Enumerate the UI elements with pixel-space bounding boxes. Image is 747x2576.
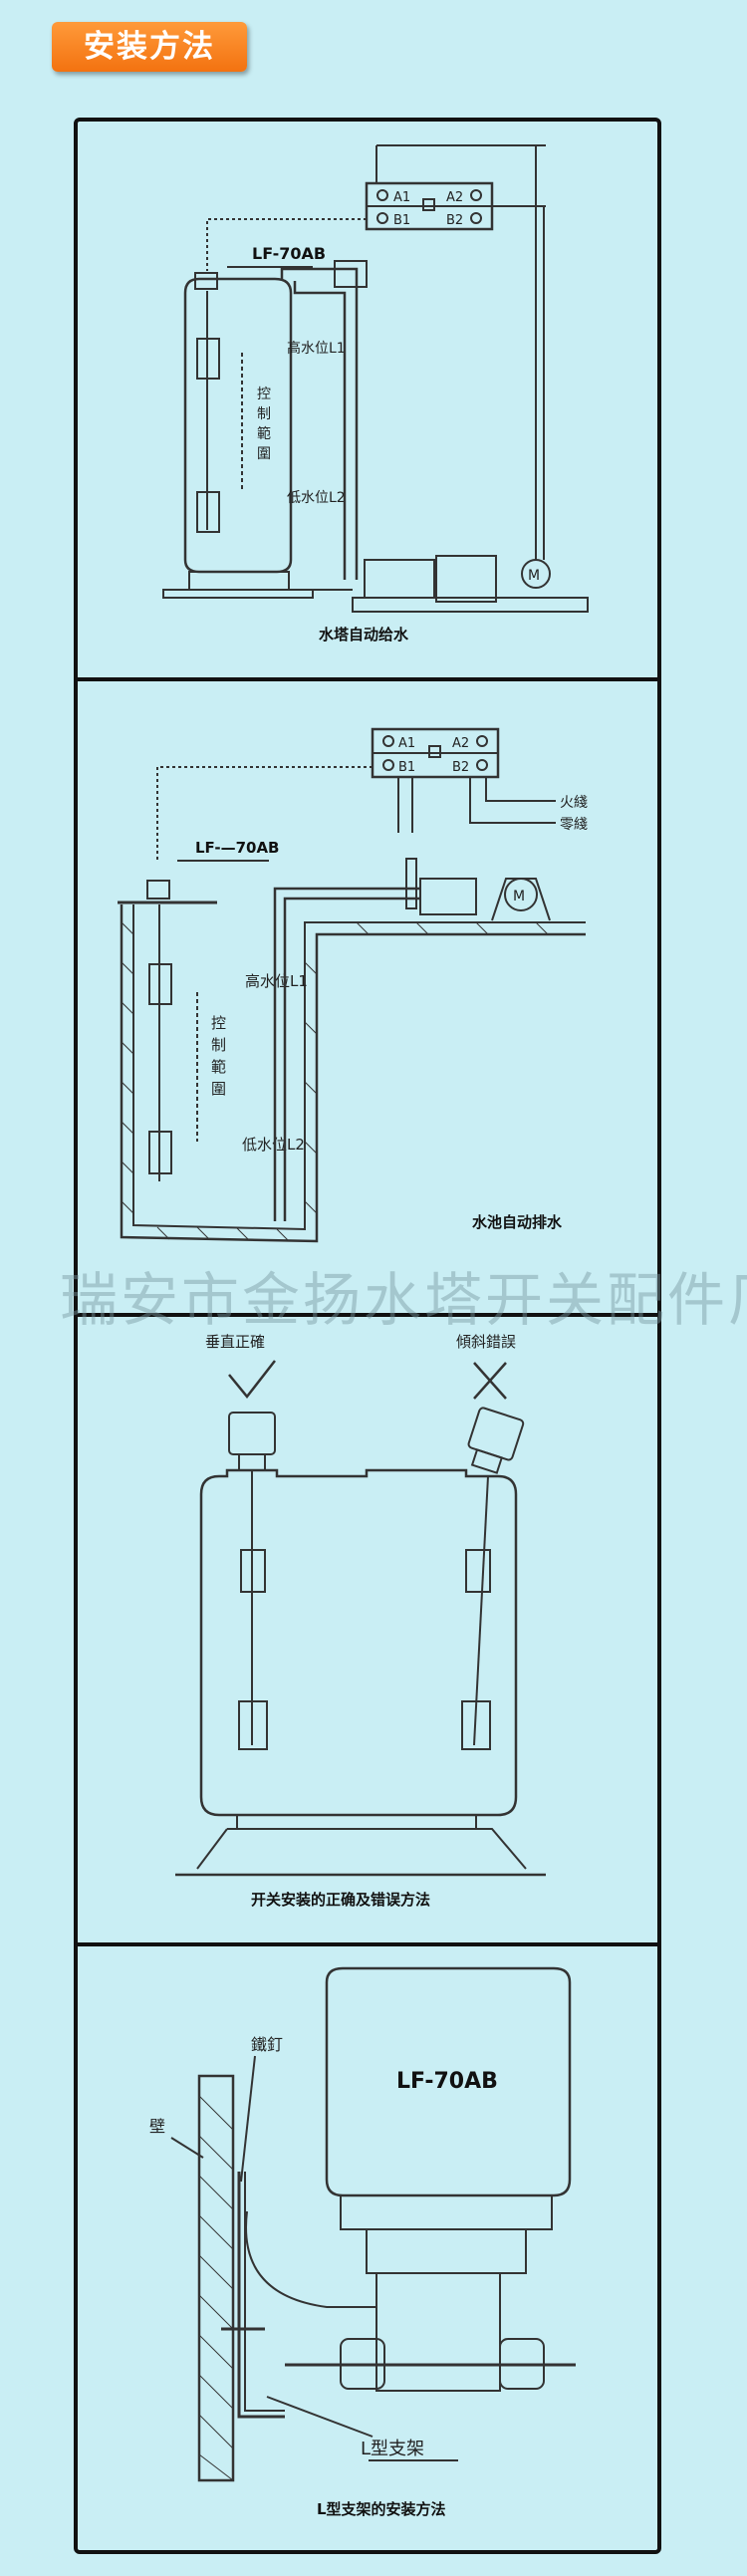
model-label: LF-—70AB [195, 839, 280, 857]
control-range-char: 圍 [211, 1080, 226, 1098]
terminal-b1: B1 [398, 760, 415, 775]
wall-label: 壁 [149, 2117, 165, 2136]
live-wire-label: 火綫 [560, 795, 588, 811]
control-range-char: 控 [211, 1014, 226, 1032]
model-label: LF-70AB [396, 2069, 498, 2094]
instruction-frame [74, 118, 661, 2554]
neutral-wire-label: 零綫 [560, 817, 588, 833]
panel-2-caption: 水池自动排水 [472, 1213, 563, 1231]
correct-label: 垂直正確 [205, 1333, 265, 1351]
panel-1-caption: 水塔自动给水 [319, 626, 409, 644]
motor-label: M [528, 568, 540, 584]
terminal-a1: A1 [393, 190, 410, 205]
install-orientation-diagram: 垂直正確 傾斜錯誤 [175, 1333, 546, 1877]
terminal-b2: B2 [446, 213, 463, 228]
control-range-char: 圍 [257, 446, 271, 462]
low-level-label: 低水位L2 [242, 1136, 305, 1154]
panel-divider-3 [74, 1942, 661, 1946]
water-tower-diagram: A1 A2 B1 B2 LF-70AB 高水位L1 低水位L2 控 制 範 圍 … [162, 144, 589, 613]
wrong-label: 傾斜錯誤 [456, 1333, 516, 1351]
control-range-char: 控 [257, 386, 271, 402]
water-pool-diagram: A1 A2 B1 B2 火綫 零綫 LF-—70AB 高水位L1 低水位L2 控… [118, 727, 588, 1243]
control-range-char: 範 [211, 1058, 226, 1076]
panel-3-caption: 开关安装的正确及错误方法 [251, 1891, 431, 1909]
watermark-text: 瑞安市金扬水塔开关配件厂 [60, 1266, 747, 1334]
low-level-label: 低水位L2 [287, 490, 346, 506]
high-level-label: 高水位L1 [287, 340, 346, 357]
motor-label: M [513, 889, 525, 904]
bracket-install-diagram: LF-70AB 壁 鐵釘 L型支架 [149, 1966, 576, 2482]
terminal-b2: B2 [452, 760, 469, 775]
panel-divider-2 [74, 1313, 661, 1317]
panel-4-caption: L型支架的安装方法 [317, 2500, 446, 2518]
terminal-a2: A2 [446, 190, 463, 205]
control-range-char: 範 [257, 425, 271, 442]
control-range-char: 制 [257, 406, 271, 422]
control-range-char: 制 [211, 1036, 226, 1054]
bracket-label: L型支架 [361, 2439, 424, 2459]
terminal-a1: A1 [398, 736, 415, 751]
terminal-a2: A2 [452, 736, 469, 751]
nail-label: 鐵釘 [251, 2035, 283, 2054]
panel-divider-1 [74, 677, 661, 681]
high-level-label: 高水位L1 [245, 972, 308, 990]
section-title: 安装方法 [52, 22, 247, 72]
model-label: LF-70AB [252, 244, 326, 263]
check-icon [228, 1360, 276, 1400]
terminal-b1: B1 [393, 213, 410, 228]
